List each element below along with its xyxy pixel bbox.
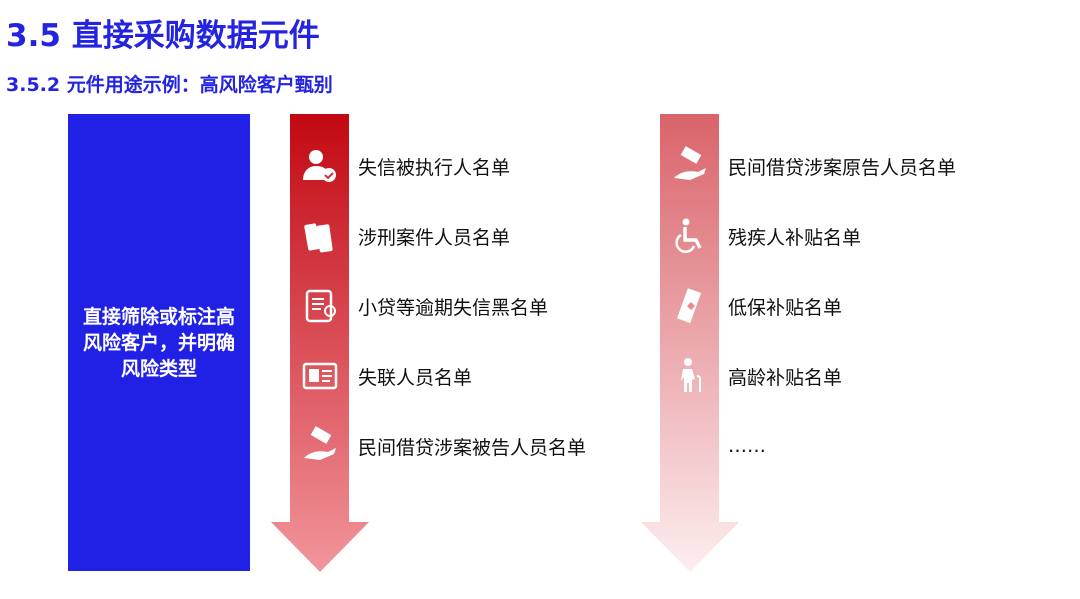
certificate-icon [300, 286, 340, 326]
list-item: 残疾人补贴名单 [670, 216, 861, 256]
list-item: 低保补贴名单 [670, 286, 842, 326]
list-item-label: …… [728, 435, 766, 457]
list-item-label: 失联人员名单 [358, 366, 473, 389]
left-arrow [271, 114, 369, 572]
right-arrow [641, 114, 739, 572]
money-hand-icon [670, 146, 710, 186]
list-item-label: 高龄补贴名单 [728, 366, 843, 389]
list-item: …… [670, 426, 766, 466]
user-check-icon [300, 146, 340, 186]
list-item: 民间借贷涉案原告人员名单 [670, 146, 956, 186]
list-item: 小贷等逾期失信黑名单 [300, 286, 548, 326]
list-item-label: 失信被执行人名单 [358, 156, 511, 179]
list-item: 民间借贷涉案被告人员名单 [300, 426, 586, 466]
list-item-label: 民间借贷涉案原告人员名单 [728, 156, 957, 179]
wheelchair-icon [670, 216, 710, 256]
slide-subtitle: 3.5.2 元件用途示例：高风险客户甄别 [6, 74, 333, 96]
list-item-label: 小贷等逾期失信黑名单 [358, 296, 549, 319]
list-item-label: 涉刑案件人员名单 [358, 226, 511, 249]
list-item-label: 民间借贷涉案被告人员名单 [358, 436, 587, 459]
list-item-label: 低保补贴名单 [728, 296, 843, 319]
summary-text: 直接筛除或标注高风险客户，并明确风险类型 [82, 305, 235, 380]
spacer [670, 426, 710, 466]
summary-box: 直接筛除或标注高风险客户，并明确风险类型 [68, 114, 250, 571]
slide-title: 3.5 直接采购数据元件 [6, 18, 320, 54]
list-item: 涉刑案件人员名单 [300, 216, 510, 256]
money-hand-icon [300, 426, 340, 466]
list-item: 失联人员名单 [300, 356, 472, 396]
list-item: 失信被执行人名单 [300, 146, 510, 186]
cash-icon [670, 286, 710, 326]
id-card-icon [300, 356, 340, 396]
books-icon [300, 216, 340, 256]
elderly-icon [670, 356, 710, 396]
list-item: 高龄补贴名单 [670, 356, 842, 396]
list-item-label: 残疾人补贴名单 [728, 226, 862, 249]
